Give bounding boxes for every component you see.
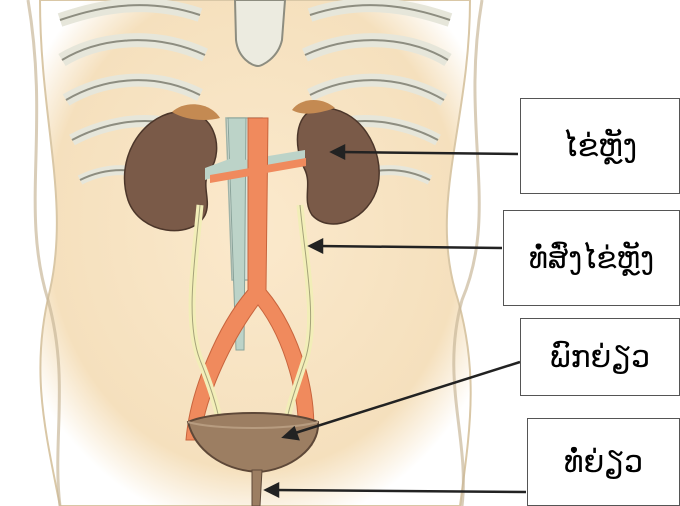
label-urethra: ທໍ່ຍ່ຽວ [527, 418, 680, 506]
label-ureter: ທໍ່ສົ່ງໄຂ່ຫຼັງ [503, 210, 680, 306]
urethra-tube [252, 470, 262, 506]
label-bladder: ພົກຍ່ຽວ [520, 318, 680, 396]
label-kidney: ໄຂ່ຫຼັງ [520, 98, 680, 194]
